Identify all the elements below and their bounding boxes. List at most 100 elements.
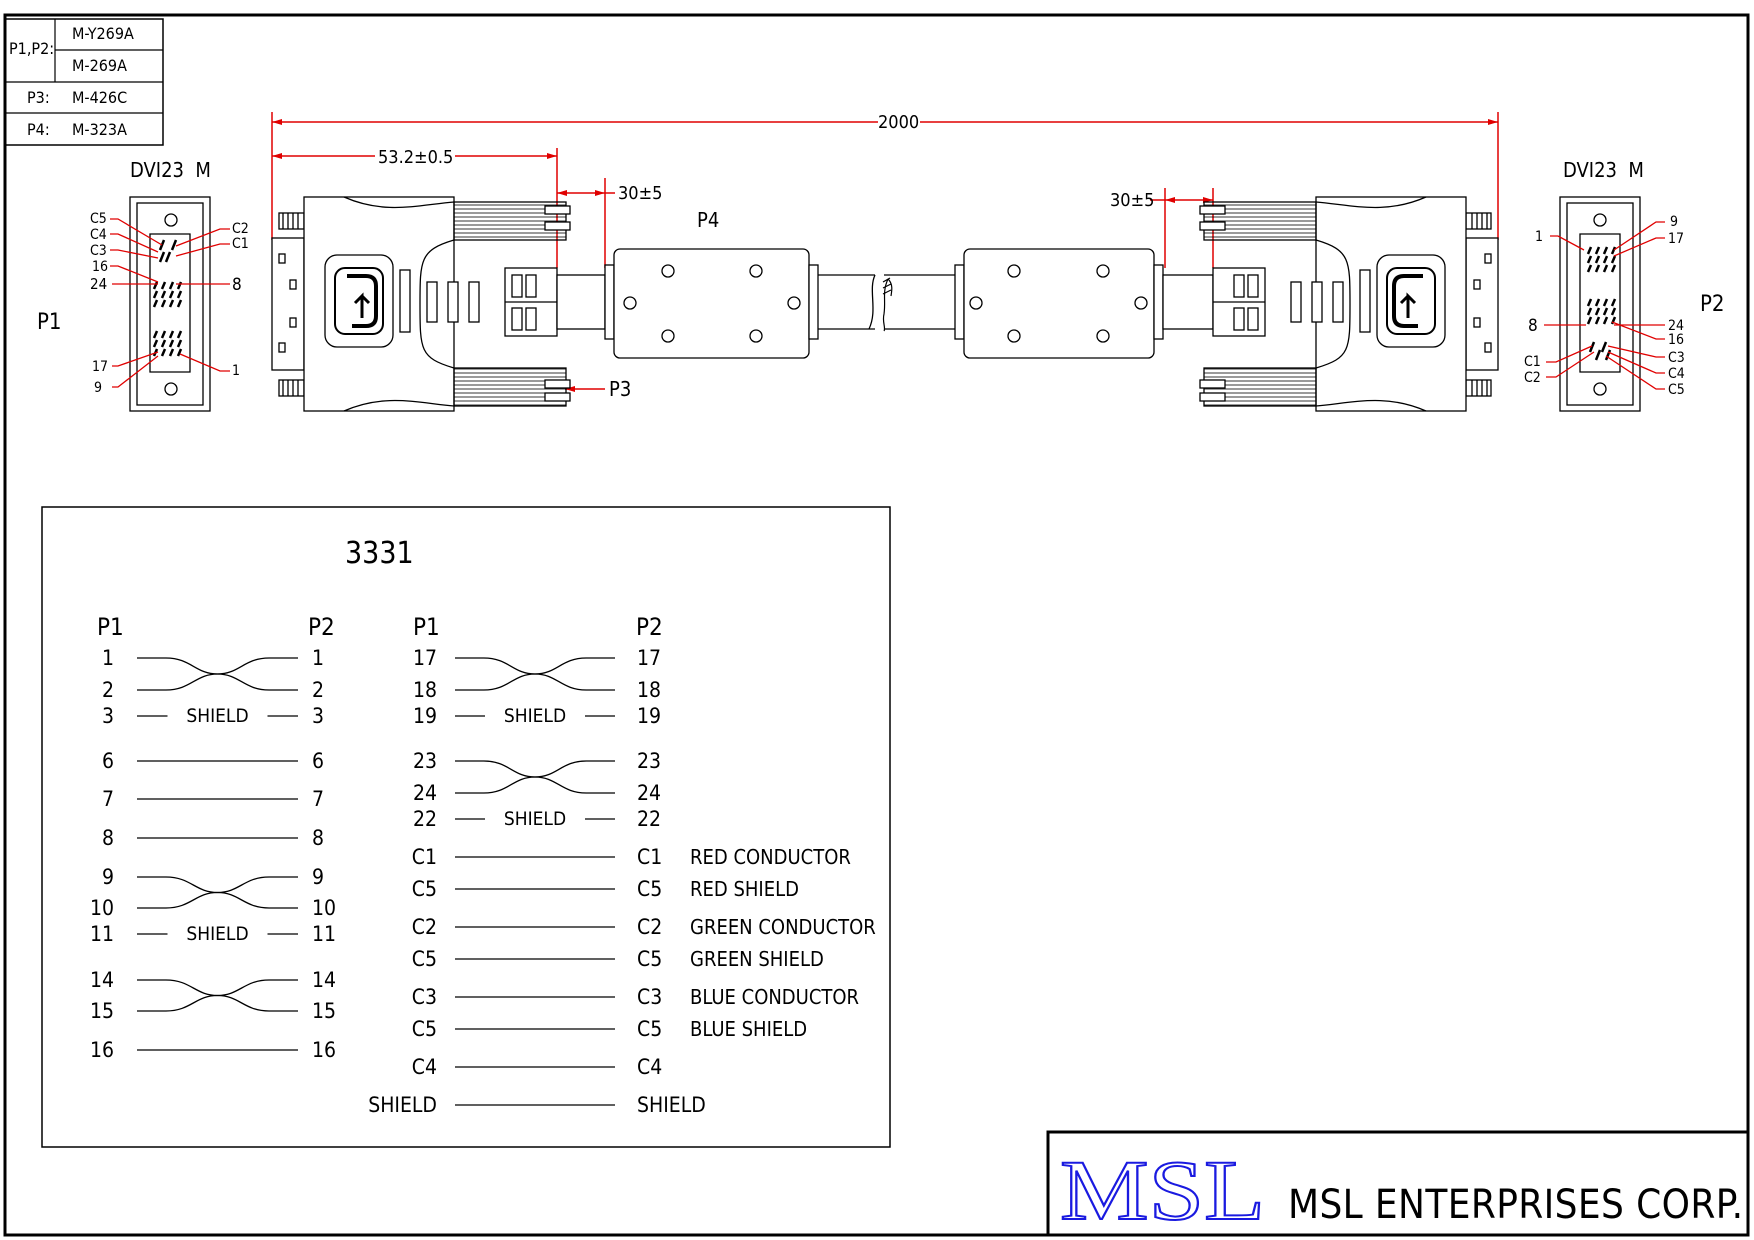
left-p1-pin-8: 8 (102, 826, 114, 850)
sheet-border (3, 13, 1750, 1237)
right-p2-pin-C5-7: C5 (637, 877, 662, 901)
wiring-right-wires (455, 657, 615, 1106)
right-shield-22-label: SHIELD (504, 808, 566, 830)
parts-part-0: M-Y269A (72, 24, 134, 43)
right-p2-pin-C5-9: C5 (637, 947, 662, 971)
left-p2-pin-11: 11 (312, 922, 336, 946)
right-p2-pin-22-5: 22 (637, 807, 661, 831)
ferrite-p4-right-holes (969, 264, 1148, 343)
right-p1-pin-22-5: 22 (413, 807, 437, 831)
right-p2-pin-23-3: 23 (637, 749, 661, 773)
left-p2-pin-2: 2 (312, 678, 324, 702)
right-twist-23-24-b (455, 760, 615, 794)
left-p2-pin-6: 6 (312, 749, 324, 773)
dim-overall-length: 2000 (878, 112, 919, 133)
dimensions (271, 112, 1499, 392)
left-p2-pin-10: 10 (312, 896, 336, 920)
p1-pin-16: 16 (92, 259, 108, 275)
left-p1-pin-6: 6 (102, 749, 114, 773)
p2-pin-8: 8 (1528, 316, 1538, 336)
right-p2-pin-17-0: 17 (637, 646, 661, 670)
left-p2-pin-7: 7 (312, 787, 324, 811)
right-note-8: GREEN CONDUCTOR (690, 915, 876, 939)
right-p1-pin-23-3: 23 (413, 749, 437, 773)
left-p1-pin-16: 16 (90, 1038, 114, 1062)
right-p1-pin-C1-6: C1 (412, 845, 437, 869)
wiring-left-header-p1: P1 (97, 613, 124, 641)
parts-part-1: M-269A (72, 56, 127, 75)
right-twist-17-18-b (455, 657, 615, 691)
right-p1-pin-18-1: 18 (413, 678, 437, 702)
left-p1-pin-1: 1 (102, 646, 114, 670)
right-note-7: RED SHIELD (690, 877, 799, 901)
parts-part-2: M-426C (72, 88, 127, 107)
left-p1-pin-7: 7 (102, 787, 114, 811)
left-p1-pin-3: 3 (102, 704, 114, 728)
left-shield-3-label: SHIELD (186, 705, 248, 727)
right-p1-pin-C2-8: C2 (412, 915, 437, 939)
wiring-table-frame (41, 506, 891, 1148)
pinout-face-p1 (129, 196, 211, 412)
left-p1-pin-11: 11 (90, 922, 114, 946)
cable-left (556, 248, 876, 359)
right-p2-pin-C3-10: C3 (637, 985, 662, 1009)
left-p1-pin-14: 14 (90, 968, 114, 992)
right-p1-pin-C3-10: C3 (412, 985, 437, 1009)
left-p2-pin-16: 16 (312, 1038, 336, 1062)
wiring-left-wires (137, 657, 298, 1051)
right-note-9: GREEN SHIELD (690, 947, 824, 971)
left-p2-pin-3: 3 (312, 704, 324, 728)
right-p1-pin-C5-7: C5 (412, 877, 437, 901)
p2-pin-17: 17 (1668, 231, 1684, 247)
pinout-face-p2 (1559, 196, 1641, 412)
parts-table: P1,P2: M-Y269A M-269A P3: M-426C P4: M-3… (4, 18, 164, 146)
p1-pin-24: 24 (90, 275, 107, 293)
right-p1-pin-24-4: 24 (413, 781, 437, 805)
pinout-p2-leaders (1544, 221, 1665, 390)
right-p2-pin-24-4: 24 (637, 781, 661, 805)
dim-ferrite-right: 30±5 (1110, 190, 1154, 211)
right-p1-pin-C5-9: C5 (412, 947, 437, 971)
connector-p1-label: P1 (37, 310, 62, 335)
pinout-p1-labels: C5 C4 C3 16 24 17 9 C2 C1 8 1 (90, 211, 249, 396)
wiring-title: 3331 (345, 536, 414, 571)
right-p2-pin-SHIELD-13: SHIELD (637, 1093, 706, 1117)
right-note-11: BLUE SHIELD (690, 1017, 807, 1041)
right-p1-pin-C4-12: C4 (412, 1055, 437, 1079)
label-p3: P3 (609, 377, 631, 401)
dim-connector-length: 53.2±0.5 (378, 147, 453, 168)
p1-pin-c1: C1 (232, 236, 249, 252)
dim-ferrite-left: 30±5 (618, 183, 662, 204)
right-p2-pin-C1-6: C1 (637, 845, 662, 869)
right-p1-pin-SHIELD-13: SHIELD (368, 1093, 437, 1117)
p1-pin-c2: C2 (232, 221, 249, 237)
connector-p1 (271, 196, 571, 412)
right-p2-pin-C5-11: C5 (637, 1017, 662, 1041)
company-name: MSL ENTERPRISES CORP. (1288, 1182, 1743, 1228)
parts-ref-p1p2: P1,P2: (9, 39, 54, 58)
company-logo: MSL (1060, 1142, 1265, 1238)
p1-pin-1: 1 (232, 363, 240, 379)
p1-pin-8: 8 (232, 275, 242, 295)
left-p2-pin-15: 15 (312, 999, 336, 1023)
p2-pin-c4: C4 (1668, 366, 1685, 382)
cable-break (882, 277, 893, 332)
left-p1-pin-9: 9 (102, 865, 114, 889)
right-p1-pin-C5-11: C5 (412, 1017, 437, 1041)
p1-pin-c3: C3 (90, 243, 107, 259)
right-note-10: BLUE CONDUCTOR (690, 985, 859, 1009)
parts-ref-p3: P3: (27, 88, 50, 107)
connector-p2-label: P2 (1700, 292, 1725, 317)
p2-pin-16: 16 (1668, 332, 1684, 348)
right-p2-pin-19-2: 19 (637, 704, 661, 728)
p2-pin-24: 24 (1668, 318, 1684, 334)
left-p2-pin-1: 1 (312, 646, 324, 670)
right-p1-pin-19-2: 19 (413, 704, 437, 728)
p1-pin-c4: C4 (90, 227, 107, 243)
cable-right (884, 248, 1214, 359)
right-shield-19-label: SHIELD (504, 705, 566, 727)
right-p1-pin-17-0: 17 (413, 646, 437, 670)
wiring-right-header-p1: P1 (413, 613, 440, 641)
parts-part-3: M-323A (72, 120, 127, 139)
